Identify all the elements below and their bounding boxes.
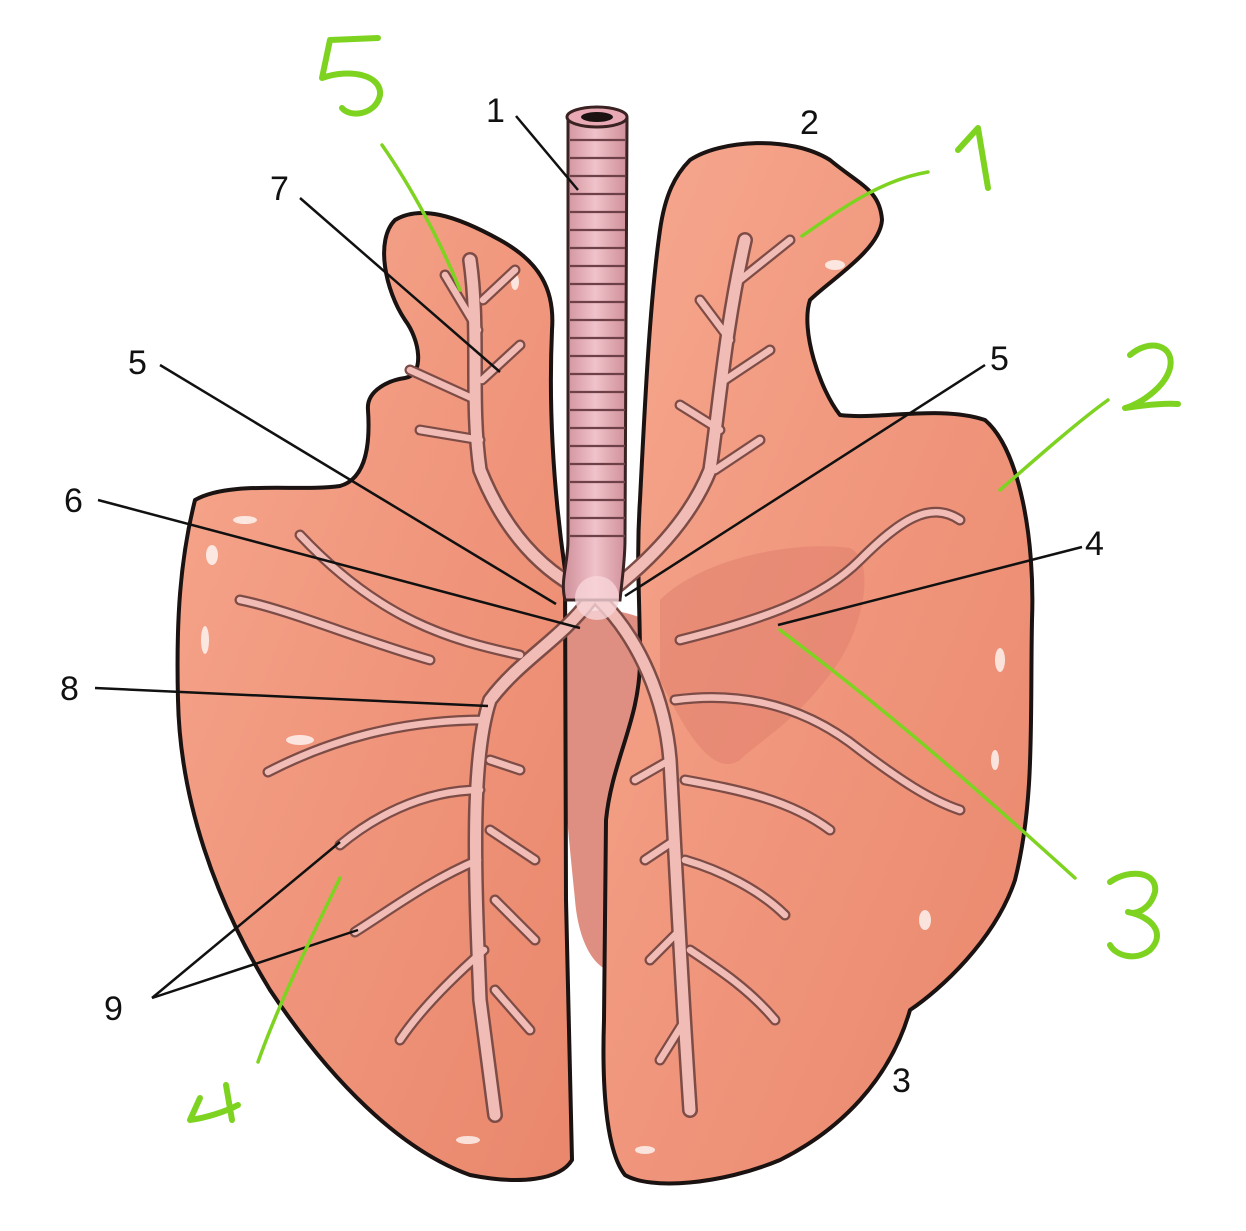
printed-labels: 1 2 3 4 5 5 6 7 8 9 (60, 92, 1104, 1100)
handwritten-annotations (187, 35, 1181, 1123)
label-tertiary-bronchus: 8 (60, 670, 79, 708)
hand-digit-4 (187, 1082, 241, 1123)
label-carina: 6 (64, 482, 83, 520)
cardiac-impression (660, 546, 865, 764)
label-left-lung-bottom: 3 (892, 1062, 911, 1100)
label-trachea: 1 (486, 92, 505, 130)
label-left-lung-top: 2 (800, 104, 819, 142)
hand-text-2: 2 (1125, 356, 1158, 423)
leader-lines (94, 115, 1083, 1000)
label-bronchioles: 9 (104, 990, 123, 1028)
surface-highlights (201, 260, 1005, 1154)
label-left-primary-bronchus: 5 (990, 340, 1009, 378)
label-secondary-bronchus: 7 (270, 170, 289, 208)
hand-digit-2 (1122, 342, 1181, 411)
hand-digit-1 (955, 125, 991, 191)
hand-text-3: 3 (1110, 901, 1143, 968)
hand-text-4: 4 (190, 1066, 223, 1133)
hand-digit-3 (1107, 870, 1160, 960)
hand-text-1: 1 (960, 136, 993, 203)
hand-text-5: 5 (320, 61, 353, 128)
bronchial-branches (236, 236, 964, 1064)
hand-digit-5 (319, 35, 383, 117)
label-right-primary-bronchus: 5 (128, 344, 147, 382)
trachea (561, 105, 629, 620)
label-cardiac-notch: 4 (1085, 525, 1104, 563)
